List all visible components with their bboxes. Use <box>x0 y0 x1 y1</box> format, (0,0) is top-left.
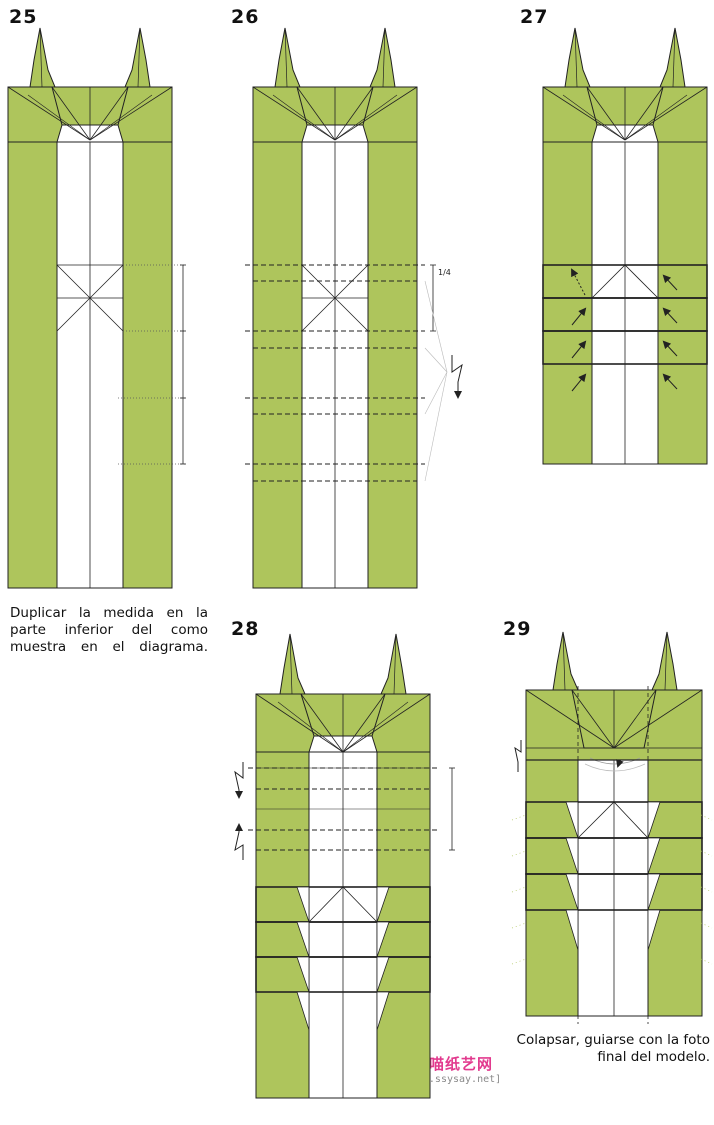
watermark-title: 喵喵纸艺网 <box>412 1055 493 1073</box>
pleat-down-arrow-icon <box>234 762 244 799</box>
pleat-arrow-icon <box>451 355 463 399</box>
step-27-diagram <box>542 27 708 465</box>
step-number-25: 25 <box>9 6 38 28</box>
one-quarter-label: 1/4 <box>438 268 451 277</box>
pleat-side-arrow-icon <box>514 740 522 772</box>
pleat-up-arrow-icon <box>234 823 244 860</box>
step-26-diagram: 1/4 <box>245 27 463 589</box>
step-25-caption: Duplicar la medida en la parte inferior … <box>10 605 208 655</box>
step-number-27: 27 <box>520 6 549 28</box>
watermark-logo: 喵喵纸艺网 [www.ssysay.net] <box>398 1053 508 1085</box>
watermark-url: [www.ssysay.net] <box>404 1074 502 1085</box>
step-29-diagram <box>511 631 713 1024</box>
step-number-28: 28 <box>231 618 260 640</box>
step-number-29: 29 <box>503 618 532 640</box>
step-number-26: 26 <box>231 6 260 28</box>
step-29-caption: Colapsar, guiarse con la foto final del … <box>516 1032 710 1065</box>
step-25-diagram <box>7 27 186 589</box>
step-28-diagram <box>234 633 455 1099</box>
